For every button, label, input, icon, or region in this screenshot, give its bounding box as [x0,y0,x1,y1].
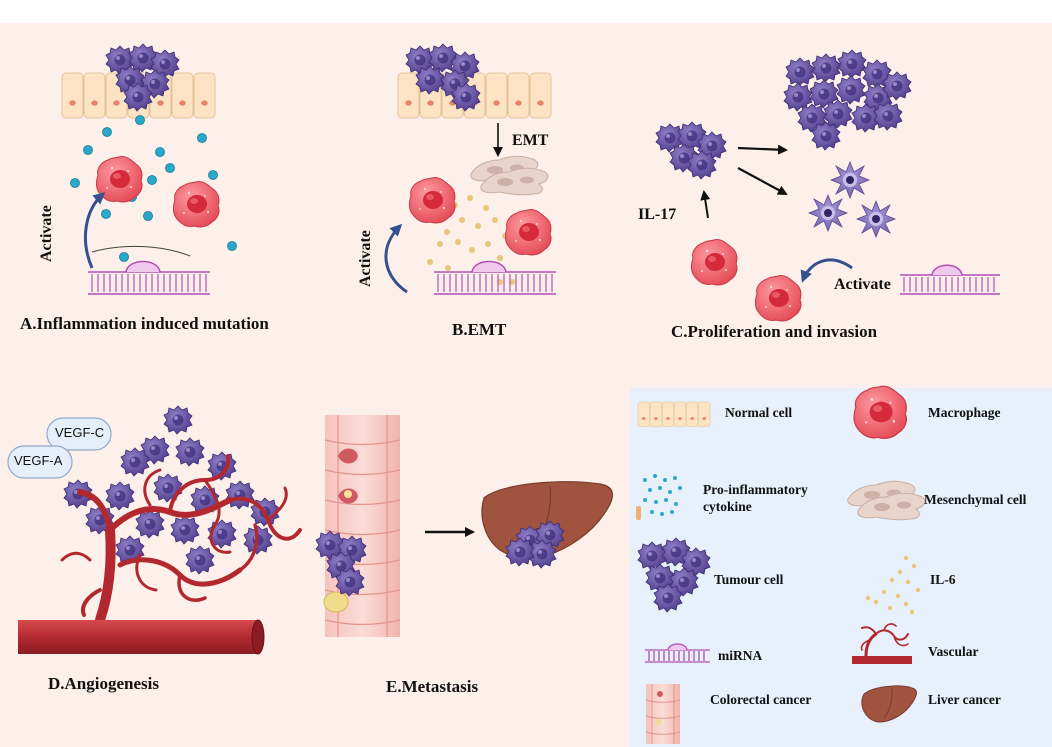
panel-b-mirna [434,260,556,295]
legend-il6-label: IL-6 [930,572,956,587]
panel-b-macrophage-2 [504,209,552,256]
legend-mirna-icon [645,643,710,663]
legend-liver-icon [861,685,917,723]
panel-c-title: C.Proliferation and invasion [671,322,878,341]
legend-normal-cell-label: Normal cell [725,405,793,420]
panel-e-liver [481,481,614,569]
panel-d-vegf-c-label: VEGF-C [55,425,105,440]
panel-b-emt-label: EMT [512,132,549,149]
panel-c-macrophage-2 [754,275,802,322]
legend-macrophage-label: Macrophage [928,405,1001,420]
panel-a-activate-label: Activate [38,205,55,262]
legend-pro-inflammatory-label: Pro-inflammatory [703,482,808,497]
legend-colorectal-label: Colorectal cancer [710,692,812,707]
panel-e-title: E.Metastasis [386,677,479,696]
panel-a-title: A.Inflammation induced mutation [20,314,269,333]
legend-tumour-label: Tumour cell [714,572,784,587]
panel-b-macrophage-1 [408,177,456,224]
panel-e-colon [315,415,401,637]
panel-b-title: B.EMT [452,320,507,339]
legend-mesenchymal-label: Mesenchymal cell [924,492,1027,507]
legend-cytokine-label: cytokine [703,499,752,514]
panel-a-macrophage-2 [172,181,220,228]
legend-colorectal-icon [645,684,681,744]
panel-a-mirna [88,260,210,295]
legend-normal-cell-icon [637,401,711,428]
legend-cytokine-icon [636,474,682,520]
legend-macrophage-icon [853,385,908,439]
panel-d-vegf-a-label: VEGF-A [14,453,63,468]
panel-d-main-vessel [18,619,265,655]
panel-d-vegf-bubbles [7,417,112,479]
legend-il6-icon [865,555,921,615]
legend-vascular-icon [852,623,912,664]
legend-mirna-label: miRNA [718,648,763,663]
panel-c-il17-label: IL-17 [638,206,677,223]
panel-c-mirna [900,264,1000,295]
panel-d-vessels [60,454,302,625]
legend-vascular-label: Vascular [928,644,979,659]
panel-d-title: D.Angiogenesis [48,674,159,693]
panel-b-activate-label: Activate [357,230,374,287]
legend-liver-label: Liver cancer [928,692,1001,707]
panel-c-activate-label: Activate [834,276,891,293]
panel-c-macrophage-1 [690,239,738,286]
